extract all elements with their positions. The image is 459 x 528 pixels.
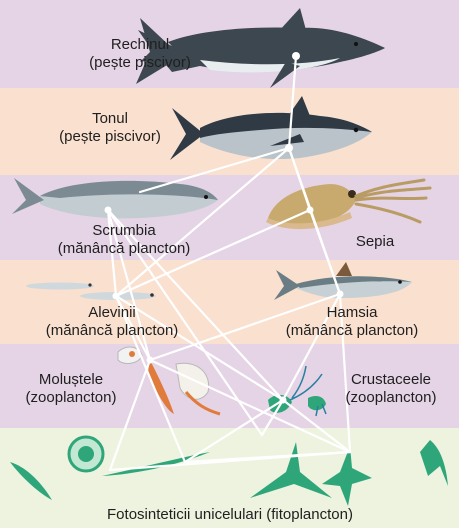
- label-anchovy-role: (mănâncă plancton): [252, 322, 452, 340]
- node-shark: [292, 52, 300, 60]
- label-mackerel-name: Scrumbia: [24, 222, 224, 240]
- anchovy-eye: [398, 280, 402, 284]
- label-phytoplankton: Fotosinteticii unicelulari (fitoplancton…: [40, 506, 420, 524]
- fry-1-eye: [88, 283, 91, 286]
- tuna-illustration: [170, 96, 372, 160]
- diatom-crescent: [10, 462, 52, 500]
- cuttlefish-arms: [356, 180, 430, 222]
- label-crustaceans: Crustaceele (zooplancton): [336, 371, 446, 407]
- label-crustaceans-name: Crustaceele: [336, 371, 446, 389]
- diatom-disc-inner: [78, 446, 94, 462]
- label-anchovy-name: Hamsia: [252, 304, 452, 322]
- link-crustaceans-phyto-3: [185, 400, 283, 462]
- label-molluscs: Moluștele (zooplancton): [16, 371, 126, 407]
- label-molluscs-role: (zooplancton): [16, 389, 126, 407]
- cuttlefish-illustration: [266, 180, 430, 229]
- label-cuttlefish: Sepia: [340, 233, 410, 251]
- label-fry: Alevinii (mănâncă plancton): [12, 304, 212, 340]
- mackerel-tail: [12, 178, 44, 214]
- fry-2-eye: [150, 293, 154, 297]
- label-crustaceans-role: (zooplancton): [336, 389, 446, 407]
- label-tuna-name: Tonul: [40, 110, 180, 128]
- label-cuttlefish-name: Sepia: [340, 233, 410, 251]
- fry-1: [26, 283, 94, 290]
- link-tuna-mackerel: [140, 148, 289, 192]
- dinoflagellate-spike: [250, 442, 332, 498]
- fry-illustration: [26, 283, 156, 301]
- node-crustaceans: [280, 397, 287, 404]
- node-fry: [113, 293, 120, 300]
- label-anchovy: Hamsia (mănâncă plancton): [252, 304, 452, 340]
- ceratium: [420, 440, 448, 486]
- label-molluscs-name: Moluștele: [16, 371, 126, 389]
- mollusc-larva-3: [176, 363, 209, 399]
- label-shark-role: (pește piscivor): [80, 54, 200, 72]
- node-tuna: [285, 144, 293, 152]
- label-shark-name: Rechinul: [80, 36, 200, 54]
- shark-dorsal-fin: [278, 8, 306, 32]
- node-cuttlefish: [307, 207, 314, 214]
- label-fry-role: (mănâncă plancton): [12, 322, 212, 340]
- node-anchovy: [337, 291, 344, 298]
- anchovy-dorsal-fin: [336, 262, 352, 276]
- label-tuna: Tonul (pește piscivor): [40, 110, 180, 146]
- anchovy-tail: [274, 270, 300, 300]
- node-mackerel: [105, 207, 112, 214]
- label-tuna-role: (pește piscivor): [40, 128, 180, 146]
- mackerel-illustration: [12, 178, 218, 218]
- label-shark: Rechinul (pește piscivor): [80, 36, 200, 72]
- crustacean-1-antennae: [290, 366, 322, 400]
- tuna-eye: [354, 128, 358, 132]
- label-fry-name: Alevinii: [12, 304, 212, 322]
- mackerel-eye: [204, 195, 208, 199]
- link-phyto-web-2: [185, 452, 350, 462]
- phytoplankton-illustration: [10, 437, 448, 506]
- mollusc-larva-1-dot: [129, 351, 135, 357]
- label-mackerel: Scrumbia (mănâncă plancton): [24, 222, 224, 258]
- shark-eye: [354, 42, 358, 46]
- label-mackerel-role: (mănâncă plancton): [24, 240, 224, 258]
- label-phytoplankton-name: Fotosinteticii unicelulari (fitoplancton…: [40, 506, 420, 524]
- node-molluscs: [147, 357, 154, 364]
